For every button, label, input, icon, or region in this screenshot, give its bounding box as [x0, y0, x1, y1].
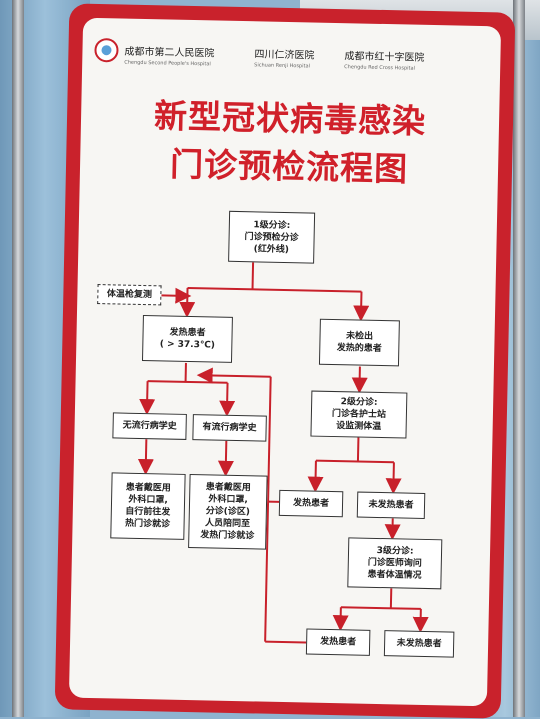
metal-pole-right: [513, 0, 525, 717]
level3-fever-box: 发热患者: [306, 629, 371, 656]
level1-triage-box: 1级分诊: 门诊预检分诊 (红外线): [228, 211, 315, 264]
fever-patient-box: 发热患者 ( > 37.3℃): [142, 315, 233, 363]
flowchart: 1级分诊: 门诊预检分诊 (红外线) 体温枪复测 发热患者 ( > 37.3℃)…: [69, 18, 501, 707]
no-epi-action-box: 患者戴医用 外科口罩, 自行前往发 热门诊就诊: [110, 472, 185, 540]
level2-triage-box: 2级分诊: 门诊各护士站 设监测体温: [310, 391, 407, 439]
has-epi-action-box: 患者戴医用 外科口罩, 分诊(诊区) 人员陪同至 发热门诊就诊: [188, 474, 268, 550]
no-fever-detected-box: 未检出 发热的患者: [319, 319, 400, 367]
level3-no-fever-box: 未发热患者: [384, 630, 455, 657]
level3-triage-box: 3级分诊: 门诊医师询问 患者体温情况: [347, 537, 442, 589]
poster: 成都市第二人民医院 Chengdu Second People's Hospit…: [69, 18, 501, 707]
level2-fever-box: 发热患者: [279, 490, 344, 517]
temperature-recheck-box: 体温枪复测: [97, 284, 161, 305]
metal-pole-left: [12, 0, 24, 717]
flow-arrows: [69, 18, 501, 707]
level2-no-fever-box: 未发热患者: [357, 492, 426, 519]
no-epidemiological-history-box: 无流行病学史: [112, 412, 187, 440]
has-epidemiological-history-box: 有流行病学史: [192, 414, 267, 442]
